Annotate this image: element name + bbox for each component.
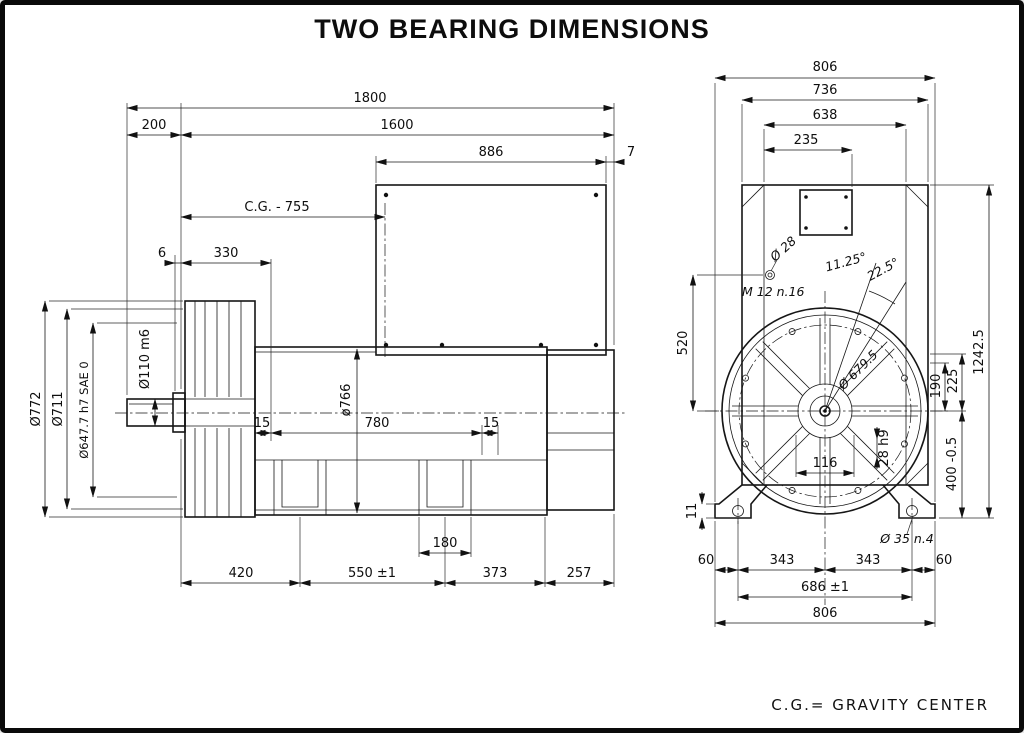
terminal-box — [375, 184, 607, 356]
end-view: 806 736 638 235 Ø 28 M 12 n.16 11.25° 22… — [676, 60, 994, 627]
drawing-title: TWO BEARING DIMENSIONS — [314, 14, 710, 44]
technical-drawing: 1800 200 1600 886 7 C.G. - 755 6 330 Ø77… — [29, 60, 994, 627]
dim-shaft-extension: 200 — [142, 118, 167, 133]
side-view: 1800 200 1600 886 7 C.G. - 755 6 330 Ø77… — [29, 91, 635, 587]
bolt-dot — [439, 342, 445, 348]
gravity-center-note: C.G.= GRAVITY CENTER — [771, 696, 989, 714]
foot-bracket-left — [273, 460, 327, 516]
label-angle-225: 22.5° — [864, 254, 901, 283]
center-dot — [823, 409, 827, 413]
shaft — [126, 392, 186, 433]
dim-11: 11 — [685, 503, 700, 520]
dim-dia-772: Ø772 — [29, 391, 44, 426]
dim-373: 373 — [483, 566, 508, 581]
dim-520: 520 — [676, 331, 691, 356]
angle-reference-lines — [824, 262, 907, 412]
dim-tbox-gap: 7 — [627, 145, 635, 160]
bearing-housing — [184, 300, 256, 518]
dim-225: 225 — [946, 369, 961, 394]
dim-dia-110: Ø110 m6 — [138, 329, 153, 389]
dim-550: 550 ±1 — [348, 566, 396, 581]
dim-343-left: 343 — [770, 553, 795, 568]
bolt-dot — [804, 226, 808, 230]
bolt-dot — [383, 342, 389, 348]
frame-outline — [741, 184, 929, 486]
dim-gravity-center: C.G. - 755 — [244, 200, 309, 215]
dim-638: 638 — [813, 108, 838, 123]
dim-15-right: 15 — [483, 416, 500, 431]
bolt-dot — [593, 192, 599, 198]
dim-dia-647-sae: Ø647.7 h7 SAE 0 — [77, 361, 91, 459]
stator-frame — [254, 346, 548, 516]
dim-116: 116 — [813, 456, 838, 471]
bolt-dot — [383, 192, 389, 198]
dim-28-h9: 28 h9 — [877, 429, 892, 466]
bolt-dot — [844, 195, 848, 199]
dim-60-right: 60 — [936, 553, 953, 568]
bolt-dot — [844, 226, 848, 230]
dim-780: 780 — [365, 416, 390, 431]
bolt-dot — [538, 342, 544, 348]
dim-330: 330 — [214, 246, 239, 261]
dim-736: 736 — [813, 83, 838, 98]
bolt-dot — [593, 342, 599, 348]
lifting-hole — [765, 270, 775, 280]
label-m12-n16: M 12 n.16 — [742, 284, 804, 299]
dim-400: 400 -0.5 — [945, 437, 960, 491]
fan-guard — [721, 262, 929, 515]
dim-dia-711: Ø711 — [51, 391, 66, 426]
spokes — [732, 318, 918, 504]
label-dia-28: Ø 28 — [766, 233, 799, 265]
side-dimension-lines — [41, 104, 625, 587]
dim-gap-6: 6 — [158, 246, 166, 261]
dim-overall-length: 1800 — [353, 91, 386, 106]
dim-180: 180 — [433, 536, 458, 551]
label-angle-1125: 11.25° — [824, 249, 868, 274]
dim-tbox-length: 886 — [479, 145, 504, 160]
dim-257: 257 — [567, 566, 592, 581]
end-dimension-lines — [689, 74, 993, 627]
dim-806-top: 806 — [813, 60, 838, 75]
foot-bracket-right — [418, 460, 472, 516]
label-dia-35-n4: Ø 35 n.4 — [879, 531, 934, 546]
vent-grille — [546, 349, 615, 511]
dim-343-right: 343 — [856, 553, 881, 568]
dim-235: 235 — [794, 133, 819, 148]
dim-dia-766: ø766 — [339, 384, 354, 417]
dim-15-left: 15 — [254, 416, 271, 431]
label-dia-6795: Ø 679.5 — [834, 347, 880, 393]
dim-1242: 1242.5 — [972, 329, 987, 375]
dim-frame-length: 1600 — [380, 118, 413, 133]
dim-806-bottom: 806 — [813, 606, 838, 621]
dim-60-left: 60 — [698, 553, 715, 568]
dim-420: 420 — [229, 566, 254, 581]
bolt-holes — [742, 328, 908, 494]
dim-686: 686 ±1 — [801, 580, 849, 595]
dim-190: 190 — [929, 374, 944, 399]
bolt-dot — [804, 195, 808, 199]
terminal-box-front — [799, 189, 853, 236]
